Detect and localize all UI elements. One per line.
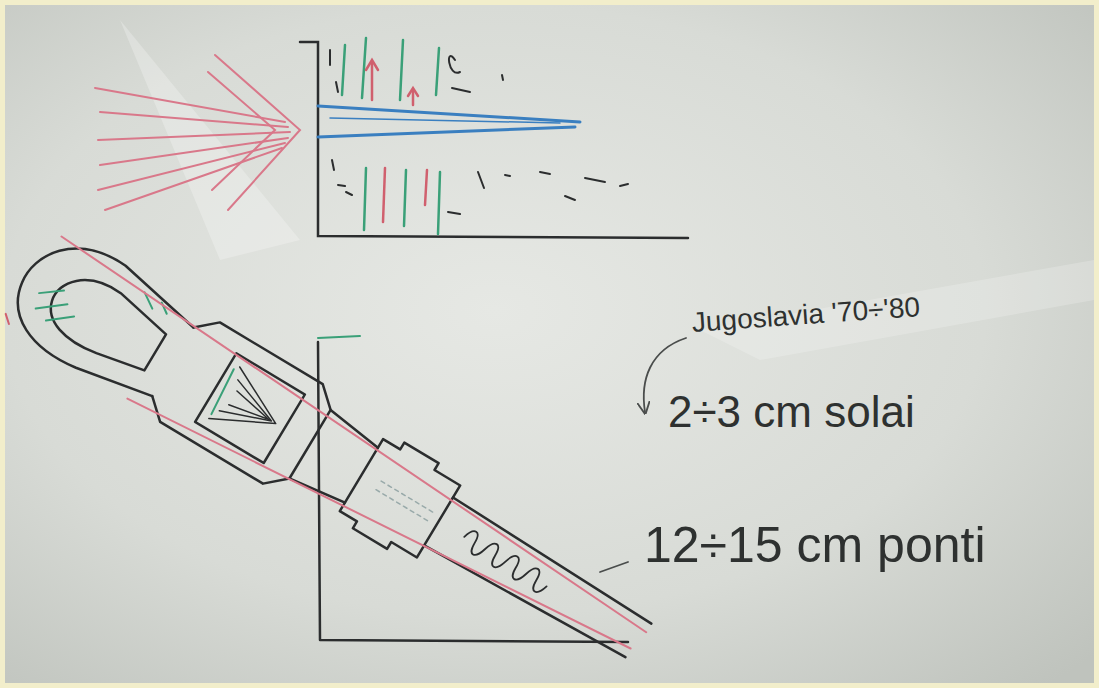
board-surface (5, 5, 1094, 683)
hook-inner (39, 264, 172, 380)
housing (143, 312, 340, 494)
transition (289, 410, 382, 509)
load-arrows (95, 55, 300, 210)
bore (376, 481, 433, 520)
crack-marks (330, 50, 628, 214)
red-axis-lines (7, 237, 665, 688)
green-mark (318, 336, 360, 338)
wall-outline (318, 342, 628, 642)
dimension-label: 12÷15 cm ponti (644, 518, 986, 573)
hook-head (0, 224, 203, 410)
cone-box (195, 353, 305, 463)
dimension-label: 2÷3 cm solai (668, 388, 915, 436)
red-mark (2, 314, 12, 324)
anchor-bar (318, 106, 580, 137)
threaded-nut (336, 432, 465, 564)
leader-line (600, 562, 628, 572)
anchor-device (0, 224, 670, 688)
anchor-sketch (0, 224, 686, 688)
cone (209, 367, 291, 449)
spring-coil (459, 528, 552, 595)
red-ticks (366, 60, 427, 222)
green-ticks (342, 38, 440, 234)
green-hatch (29, 246, 248, 418)
rod (424, 497, 654, 666)
wall-outline (300, 42, 688, 238)
section-sketch (95, 38, 688, 238)
